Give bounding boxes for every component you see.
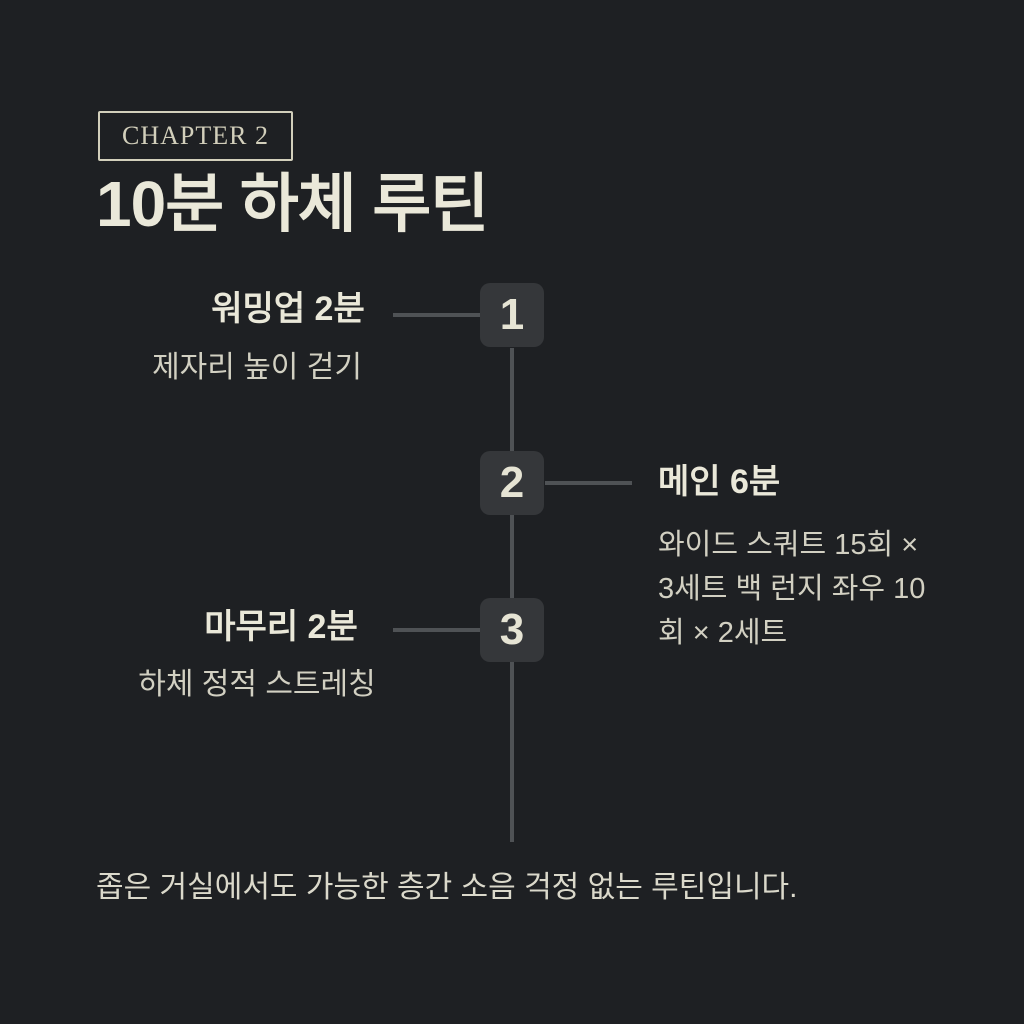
step1-number: 1	[499, 290, 525, 339]
chapter-badge-label: CHAPTER 2	[122, 121, 269, 150]
step2-number-box: 2	[480, 451, 544, 515]
step2-description-line: 와이드 스쿼트 15회 ×	[658, 528, 919, 561]
step2-horizontal-connector	[545, 481, 632, 485]
step2-description-line: 회 × 2세트	[658, 616, 788, 649]
timeline-vertical-connector-2-3	[510, 515, 514, 598]
page-title: 10분 하체 루틴	[96, 168, 489, 240]
chapter-badge: CHAPTER 2	[98, 111, 293, 161]
step3-number: 3	[499, 605, 525, 654]
footer-note: 좁은 거실에서도 가능한 층간 소음 걱정 없는 루틴입니다.	[96, 871, 798, 904]
step2-label: 메인 6분	[658, 463, 781, 501]
step2-content: 메인 6분 와이드 스쿼트 15회 × 3세트 백 런지 좌우 10 회 × 2…	[658, 462, 938, 655]
step3-label: 마무리 2분	[204, 608, 358, 646]
step1-description: 제자리 높이 걷기	[152, 351, 362, 384]
step3-description: 하체 정적 스트레칭	[138, 668, 376, 701]
step1-label: 워밍업 2분	[211, 290, 365, 328]
step3-horizontal-connector	[393, 628, 480, 632]
step2-description: 와이드 스쿼트 15회 × 3세트 백 런지 좌우 10 회 × 2세트	[658, 523, 938, 655]
step1-number-box: 1	[480, 283, 544, 347]
step1-horizontal-connector	[393, 313, 480, 317]
timeline-vertical-connector-tail	[510, 662, 514, 842]
step3-number-box: 3	[480, 598, 544, 662]
timeline-vertical-connector-1-2	[510, 348, 514, 451]
step2-description-line: 3세트 백 런지 좌우 10	[658, 572, 926, 605]
step2-number: 2	[499, 458, 525, 507]
